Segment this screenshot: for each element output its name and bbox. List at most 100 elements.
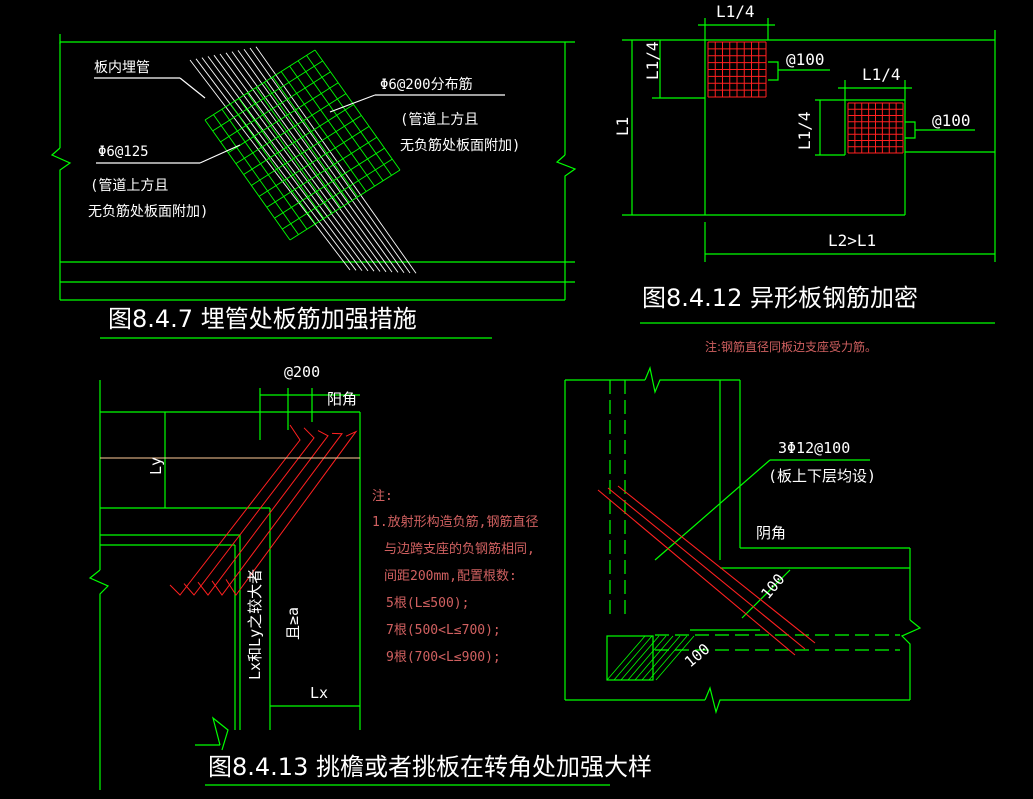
pipe-line [231,51,393,273]
spacing-label-1: @100 [786,50,825,69]
mesh-bar [266,136,378,208]
bar-note-line1: (管道上方且 [90,178,168,194]
distribution-note-line2: 无负筋处板面附加) [400,137,520,154]
dimension-side-1: L1/4 [643,41,662,80]
pipe-line [207,56,369,272]
note-title: 注: [372,489,393,504]
embedded-pipe-bundle [189,46,417,274]
dimension-l2: L2>L1 [828,231,876,250]
figure-8-4-7-labels: 板内埋管 Φ6@200分布筋 (管道上方且 无负筋处板面附加) Φ6@125 (… [88,60,520,220]
mesh-bar [282,158,393,230]
bar-note: (板上下层均设) [768,467,876,485]
bar-label: Φ6@125 [98,144,149,160]
radial-bar [197,430,329,596]
distribution-note-line1: (管道上方且 [400,112,478,128]
mesh-bar [220,71,331,143]
mesh-bar [251,115,362,186]
mesh-bar [213,114,299,235]
figure-8-4-13-labels: @200 阳角 Ly Lx和Ly之较大者 且≥a Lx [147,363,357,702]
corner-diagonal-bars [597,485,816,656]
note-line: 5根(L≤500); [386,596,469,611]
mesh-bar [274,147,385,219]
radial-bar [225,430,358,596]
pipe-line [243,48,405,273]
leader-line [179,77,206,99]
reinforcement-mesh [204,49,401,241]
pipe-line [237,50,399,273]
break-symbol [88,569,110,790]
figure-title: 图8.4.13 挑檐或者挑板在转角处加强大样 [208,753,652,781]
radial-bar [169,424,301,596]
reinforcement-grid-1 [707,41,767,98]
pipe-line [219,53,381,272]
mesh-bar [297,60,384,182]
mesh-bar [258,125,370,197]
pipe-line [201,57,363,271]
figure-note: 注:钢筋直径同板边支座受力筋。 [705,339,877,354]
break-symbol [555,154,577,300]
mesh-bar [221,108,308,230]
diagonal-length-label: Lx和Ly之较大者 [246,569,264,680]
pipe-line [213,54,375,272]
note-line: 7根(500<L≤700); [386,623,501,638]
figure-8-4-12 [622,18,996,324]
bar-note-line2: 无负筋处板面附加) [88,203,208,220]
pipe-line [195,58,357,271]
note-line: 1.放射形构造负筋,钢筋直径 [372,514,538,530]
hatch-line [627,635,667,681]
dimension-side-2: L1/4 [795,111,814,150]
break-symbol [704,686,910,715]
break-symbol [50,147,72,300]
mesh-bar [246,92,333,214]
mesh-bar [230,103,316,225]
hatch-line [606,635,646,681]
pipe-label: 板内埋管 [94,60,150,76]
corner-label: 阳角 [327,390,357,408]
column-section [606,635,654,681]
bar-label: 3Φ12@100 [778,439,850,457]
hatch-line [613,635,653,681]
break-symbol [900,619,922,700]
pipe-line [189,59,351,271]
mesh-bar [272,76,359,198]
radial-negative-bars [169,424,358,596]
mesh-bar [212,60,323,132]
radial-bar [183,427,315,596]
figure-8-4-7 [50,34,577,339]
mesh-bar [314,49,401,171]
corner-detail-figure [564,365,922,715]
break-symbol [644,365,740,395]
dimension-top-2: L1/4 [862,65,901,84]
mesh-bar [243,104,354,175]
spacing-label-2: @100 [932,111,971,130]
diagonal-bar [617,485,816,644]
mesh-bar [204,49,316,121]
diagonal-length-limit: 且≥a [284,607,302,640]
figure-title: 图8.4.12 异形板钢筋加密 [642,284,918,312]
mesh-bar [255,87,342,208]
hatch-line [648,635,688,681]
diagonal-bar [607,487,806,650]
break-symbol [211,716,229,751]
dimension-top-1: L1/4 [716,2,755,21]
hatch-line [641,635,681,681]
leader-bracket [768,61,779,81]
dimension-ly: Ly [147,457,165,475]
hatch-line [655,635,695,681]
leader-line [329,94,376,113]
figure-8-4-13-note: 注: 1.放射形构造负筋,钢筋直径 与边跨支座的负钢筋相同, 间距200mm,配… [372,489,538,665]
diagonal-bar [597,489,796,656]
mesh-bar [235,93,347,165]
figure-title: 图8.4.7 埋管处板筋加强措施 [108,305,417,333]
figure-8-4-13 [88,380,610,790]
hatch-line [634,635,674,681]
note-line: 与边跨支座的负钢筋相同, [384,541,535,557]
mesh-bar [289,169,401,241]
leader-line [654,459,771,561]
corner-detail-labels: 3Φ12@100 (板上下层均设) 阴角 100 100 [681,439,876,671]
pipe-line [255,46,417,274]
reinforcement-grid-2 [847,102,904,154]
mesh-bar [204,119,291,241]
